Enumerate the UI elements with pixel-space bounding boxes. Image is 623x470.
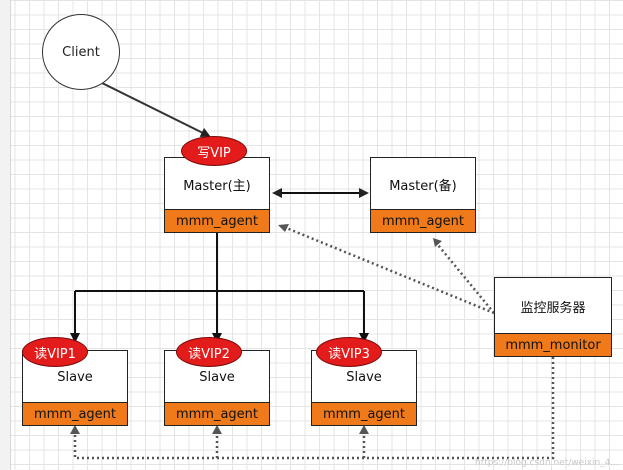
write-vip-badge: 写VIP (181, 136, 247, 166)
master-primary-label: Master(主) (183, 178, 251, 194)
monitor-to-slave1-arrowhead (70, 425, 80, 434)
client-to-master-arrow (95, 79, 211, 137)
read-vip1-badge: 读VIP1 (22, 337, 88, 367)
read-vip3-badge: 读VIP3 (316, 337, 382, 367)
monitor-links (73, 225, 555, 460)
slave-agent: mmm_agent (312, 402, 416, 425)
canvas-ruler (0, 0, 11, 470)
master-primary-agent: mmm_agent (165, 209, 269, 232)
master-backup-label: Master(备) (389, 178, 457, 194)
slave-agent: mmm_agent (23, 402, 127, 425)
slave-label: Slave (346, 369, 382, 385)
slave-label: Slave (57, 369, 93, 385)
watermark: https://blog.csdn.net/weixin_4... (474, 458, 619, 468)
monitor-label: 监控服务器 (520, 300, 586, 316)
monitor-node: 监控服务器 mmm_monitor (494, 277, 612, 357)
client-label: Client (62, 44, 100, 60)
slave1-arrowhead (70, 333, 80, 343)
monitor-to-slave2-arrowhead (212, 425, 222, 434)
replication-tree (74, 233, 365, 335)
monitor-to-master-arrowhead (278, 224, 289, 232)
master-backup-node: Master(备) mmm_agent (370, 157, 476, 233)
slave-node-1: Slave mmm_agent (22, 350, 128, 426)
monitor-agent: mmm_monitor (495, 333, 611, 356)
monitor-to-slave3-arrowhead (359, 425, 369, 434)
slave-label: Slave (199, 369, 235, 385)
client-node: Client (42, 14, 120, 90)
read-vip2-badge: 读VIP2 (176, 337, 242, 367)
monitor-to-backup-arrowhead (433, 238, 442, 247)
master-primary-node: Master(主) mmm_agent (164, 157, 270, 233)
master-backup-agent: mmm_agent (371, 209, 475, 232)
slave-agent: mmm_agent (165, 402, 269, 425)
